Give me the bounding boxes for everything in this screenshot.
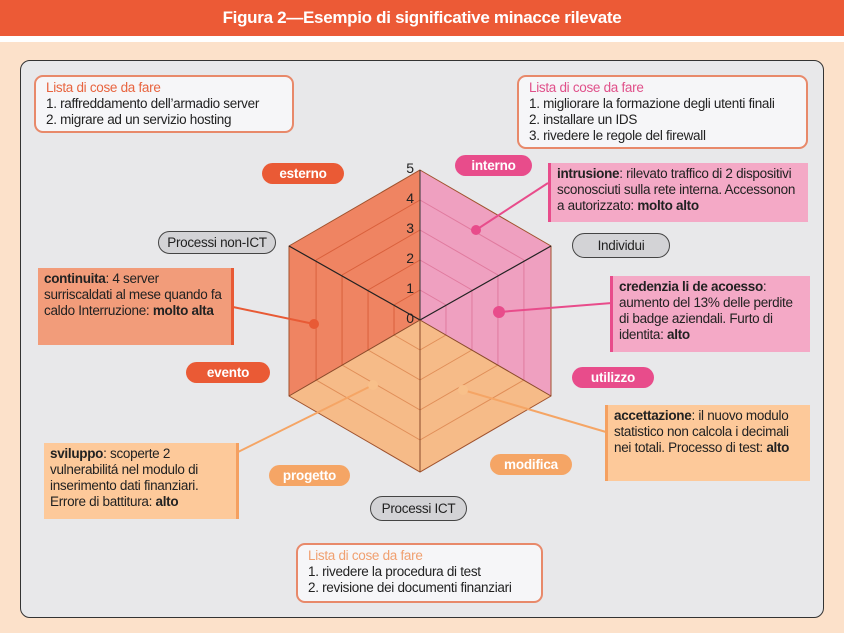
note-level: molto alta bbox=[152, 303, 214, 318]
grid-ring-4 bbox=[315, 199, 421, 261]
grid-ring-3 bbox=[341, 229, 421, 276]
dot-credenziali bbox=[493, 306, 505, 318]
note-intrusione: intrusione: rilevato traffico di 2 dispo… bbox=[548, 163, 808, 222]
todo-item: 2. revisione dei documenti finanziari bbox=[308, 580, 512, 595]
connector-continuita bbox=[232, 306, 315, 325]
note-sviluppo: sviluppo: scoperte 2 vulnerabilitá nel m… bbox=[44, 443, 239, 519]
note-text: : rilevato traffico di 2 dispositivi sco… bbox=[557, 166, 796, 213]
note-accettazione: accettazione: il nuovo modulo statistico… bbox=[605, 405, 810, 481]
dot-sviluppo bbox=[368, 380, 378, 390]
todo-item: 3. rivedere le regole del firewall bbox=[529, 128, 706, 143]
connector-sviluppo bbox=[237, 384, 374, 453]
grid-ring-2 bbox=[419, 259, 473, 291]
grid-ring-3 bbox=[341, 364, 421, 411]
todo-item: 1. raffreddamento dell’armadio server bbox=[46, 96, 260, 111]
axis-tick-label: 1 bbox=[406, 280, 414, 296]
connector-credenziali bbox=[498, 302, 613, 313]
label-evento: evento bbox=[186, 362, 270, 383]
axis-lower-right bbox=[419, 319, 552, 397]
dot-intrusione bbox=[471, 225, 481, 235]
grid-ring-1 bbox=[419, 334, 447, 351]
todo-title: Lista di cose da fare bbox=[308, 548, 423, 563]
note-level: alto bbox=[155, 494, 179, 509]
grid-ring-3 bbox=[419, 229, 499, 276]
note-text: : il nuovo modulo statistico non calcola… bbox=[614, 408, 789, 455]
todo-list-top-left: Lista di cose da fare 1. raffreddamento … bbox=[34, 75, 294, 133]
axis-upper-right bbox=[419, 245, 552, 321]
note-text: : aumento del 13% delle perdite di badge… bbox=[619, 279, 793, 342]
label-interno: interno bbox=[455, 155, 532, 176]
axis-upper-left bbox=[288, 245, 421, 321]
note-key: continuita bbox=[44, 271, 106, 286]
todo-item: 2. installare un IDS bbox=[529, 112, 638, 127]
note-level: alto bbox=[667, 327, 690, 342]
note-key: accettazione bbox=[614, 408, 692, 423]
todo-list-bottom: Lista di cose da fare 1. rivedere la pro… bbox=[296, 543, 543, 603]
label-utilizzo: utilizzo bbox=[572, 367, 654, 388]
note-continuita: continuita: 4 server surriscaldati al me… bbox=[38, 268, 234, 345]
todo-list-top-right: Lista di cose da fare 1. migliorare la f… bbox=[517, 75, 808, 149]
connector-intrusione bbox=[475, 182, 549, 231]
label-processi-non-ict: Processi non-ICT bbox=[158, 231, 276, 254]
grid-ring-1 bbox=[419, 289, 447, 306]
axis-tick-label: 3 bbox=[406, 220, 414, 236]
todo-title: Lista di cose da fare bbox=[46, 80, 161, 95]
note-credenziali: credenzia li de acoesso: aumento del 13%… bbox=[610, 276, 810, 352]
note-text: : scoperte 2 vulnerabilitá nel modulo di… bbox=[50, 446, 199, 509]
note-text: : 4 server surriscaldati al mese quando … bbox=[44, 271, 222, 318]
note-key: sviluppo bbox=[50, 446, 104, 461]
note-key: intrusione bbox=[557, 166, 620, 181]
label-processi-ict: Processi ICT bbox=[370, 496, 467, 521]
axis-tick-label: 2 bbox=[406, 250, 414, 266]
label-individui: Individui bbox=[572, 233, 670, 258]
grid-ring-2 bbox=[419, 349, 473, 381]
dot-accettazione bbox=[458, 385, 468, 395]
note-key: credenzia li de acoesso bbox=[619, 279, 763, 294]
axis-tick-label: 4 bbox=[406, 190, 414, 206]
axis-tick-label: 0 bbox=[406, 310, 414, 326]
grid-ring-2 bbox=[367, 349, 421, 381]
label-modifica: modifica bbox=[490, 454, 572, 475]
grid-ring-4 bbox=[419, 379, 525, 441]
todo-item: 1. migliorare la formazione degli utenti… bbox=[529, 96, 775, 111]
grid-ring-1 bbox=[393, 334, 421, 351]
axis-tick-label: 5 bbox=[406, 160, 414, 176]
label-esterno: esterno bbox=[262, 163, 344, 184]
grid-ring-2 bbox=[367, 259, 421, 291]
grid-ring-4 bbox=[315, 379, 421, 441]
note-level: molto alto bbox=[637, 198, 699, 213]
grid-ring-1 bbox=[393, 289, 421, 306]
axis-lower-left bbox=[288, 319, 421, 397]
todo-item: 2. migrare ad un servizio hosting bbox=[46, 112, 232, 127]
dot-continuita bbox=[309, 319, 319, 329]
todo-item: 1. rivedere la procedura di test bbox=[308, 564, 481, 579]
label-progetto: progetto bbox=[269, 465, 350, 486]
todo-title: Lista di cose da fare bbox=[529, 80, 644, 95]
note-level: alto bbox=[766, 440, 790, 455]
connector-accettazione bbox=[462, 389, 607, 433]
figure-title: Figura 2—Esempio di significative minacc… bbox=[0, 0, 844, 36]
